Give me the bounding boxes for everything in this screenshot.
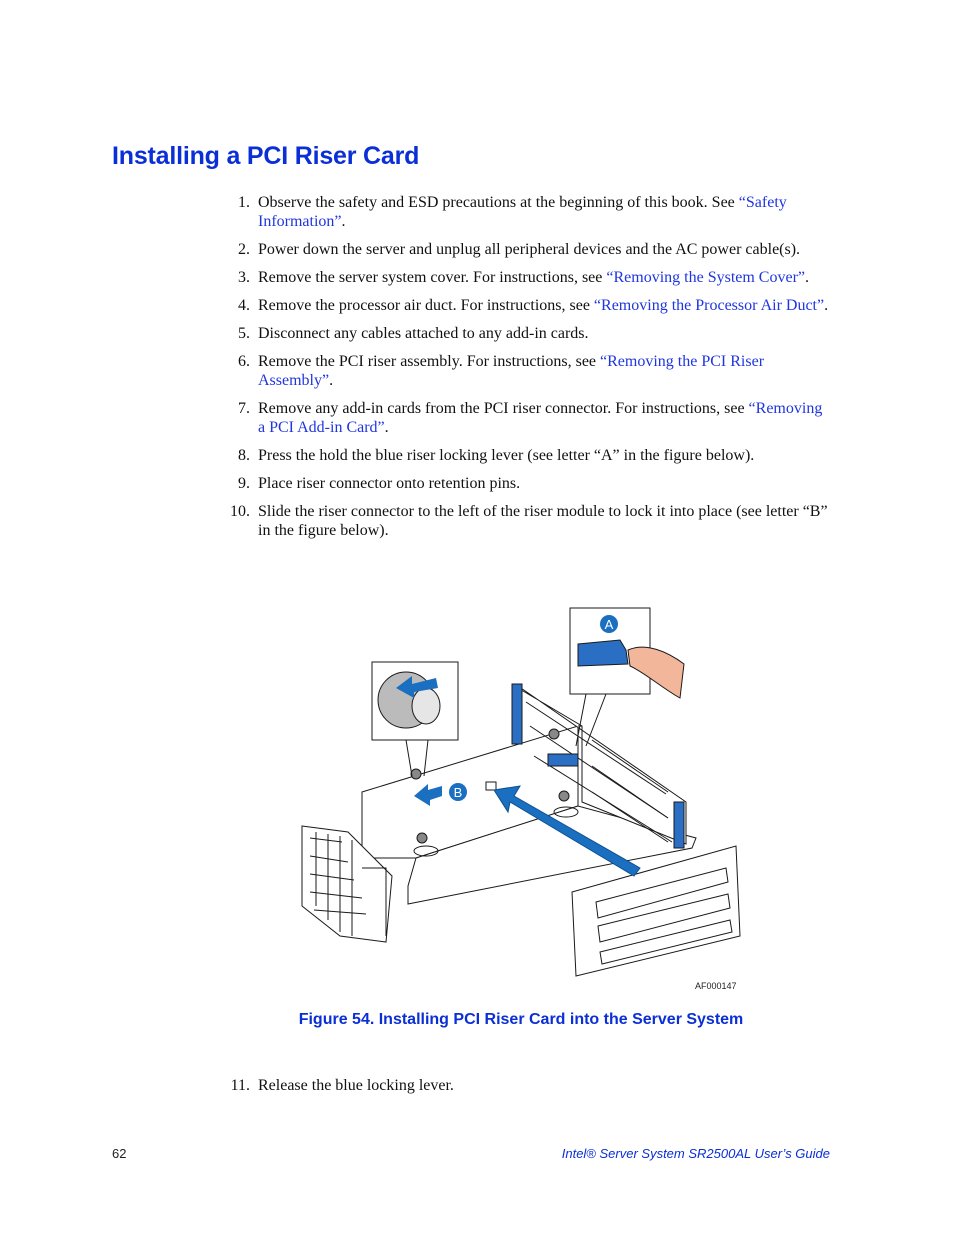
step-item: 9. Place riser connector onto retention p… [222, 474, 832, 493]
step-number: 4. [238, 297, 250, 314]
step-text: Remove the PCI riser assembly. For instr… [258, 353, 601, 370]
step-text: Disconnect any cables attached to any ad… [258, 325, 589, 342]
step-text: Power down the server and unplug all per… [258, 241, 801, 258]
step-item: 3. Remove the server system cover. For in… [222, 268, 832, 287]
step-number: 5. [238, 325, 250, 342]
label-b-circle [449, 783, 467, 801]
step-punct: . [384, 419, 389, 436]
step-list: 1. Observe the safety and ESD precautions… [222, 193, 832, 549]
step-item: 1. Observe the safety and ESD precautions… [222, 193, 832, 231]
riser-floor [407, 805, 697, 905]
lever-handle [577, 639, 629, 667]
step-text: Observe the safety and ESD precautions a… [258, 194, 739, 211]
step-number: 6. [238, 353, 250, 370]
knob-arrow [396, 676, 438, 698]
step-text: Press the hold the blue riser locking le… [258, 447, 755, 464]
removing-riser-assembly-link[interactable]: “Removing the PCI Riser Assembly” [258, 353, 765, 389]
step-punct: . [329, 372, 334, 389]
safety-information-link[interactable]: “Safety Information” [258, 194, 787, 230]
step-item: 10. Slide the riser connector to the left… [222, 502, 832, 540]
step-number: 2. [238, 241, 250, 258]
removing-addin-card-link[interactable]: “Removing a PCI Add-in Card” [258, 400, 823, 436]
front-bezel [301, 825, 393, 943]
step-item: 2. Power down the server and unplug all p… [222, 240, 832, 259]
step-number: 1. [238, 194, 250, 211]
riser-installation-figure: A B [296, 606, 746, 996]
label-b-text: B [454, 785, 463, 800]
step-punct: . [824, 297, 829, 314]
removing-air-duct-link[interactable]: “Removing the Processor Air Duct” [593, 297, 825, 314]
step-text: Place riser connector onto retention pin… [258, 475, 521, 492]
step-number: 9. [238, 475, 250, 492]
page-number: 62 [112, 1146, 127, 1161]
step-item: 8. Press the hold the blue riser locking … [222, 446, 832, 465]
step-text: Remove the server system cover. For inst… [258, 269, 607, 286]
lever-in-place [547, 753, 579, 767]
section-title: Installing a PCI Riser Card [112, 142, 420, 170]
step-item: 11. Release the blue locking lever. [222, 1076, 868, 1095]
removing-system-cover-link[interactable]: “Removing the System Cover” [606, 269, 806, 286]
step-text: Remove any add-in cards from the PCI ris… [258, 400, 749, 417]
guide-title: Intel® Server System SR2500AL User’s Gui… [561, 1146, 830, 1161]
step-number: 10. [230, 503, 250, 520]
step-item: 7. Remove any add-in cards from the PCI r… [222, 399, 832, 437]
label-a-circle [600, 615, 618, 633]
step-punct: . [341, 213, 346, 230]
step-item: 4. Remove the processor air duct. For ins… [222, 296, 832, 315]
finger [627, 646, 685, 699]
figure-code: AF000147 [695, 981, 737, 991]
insert-arrow [493, 785, 641, 877]
step-number: 7. [238, 400, 250, 417]
step-item: 6. Remove the PCI riser assembly. For ins… [222, 352, 832, 390]
step-number: 3. [238, 269, 250, 286]
step-item: 5. Disconnect any cables attached to any … [222, 324, 832, 343]
slide-arrow [414, 784, 442, 806]
riser-illustration: A B [301, 607, 741, 977]
step-text: Remove the processor air duct. For instr… [258, 297, 594, 314]
step-punct: . [805, 269, 810, 286]
figure-caption: Figure 54. Installing PCI Riser Card int… [298, 1011, 744, 1028]
step-text: Release the blue locking lever. [258, 1077, 454, 1094]
step-text: Slide the riser connector to the left of… [258, 503, 828, 539]
step-number: 8. [238, 447, 250, 464]
step-number: 11. [230, 1077, 250, 1094]
label-a-text: A [605, 617, 614, 632]
